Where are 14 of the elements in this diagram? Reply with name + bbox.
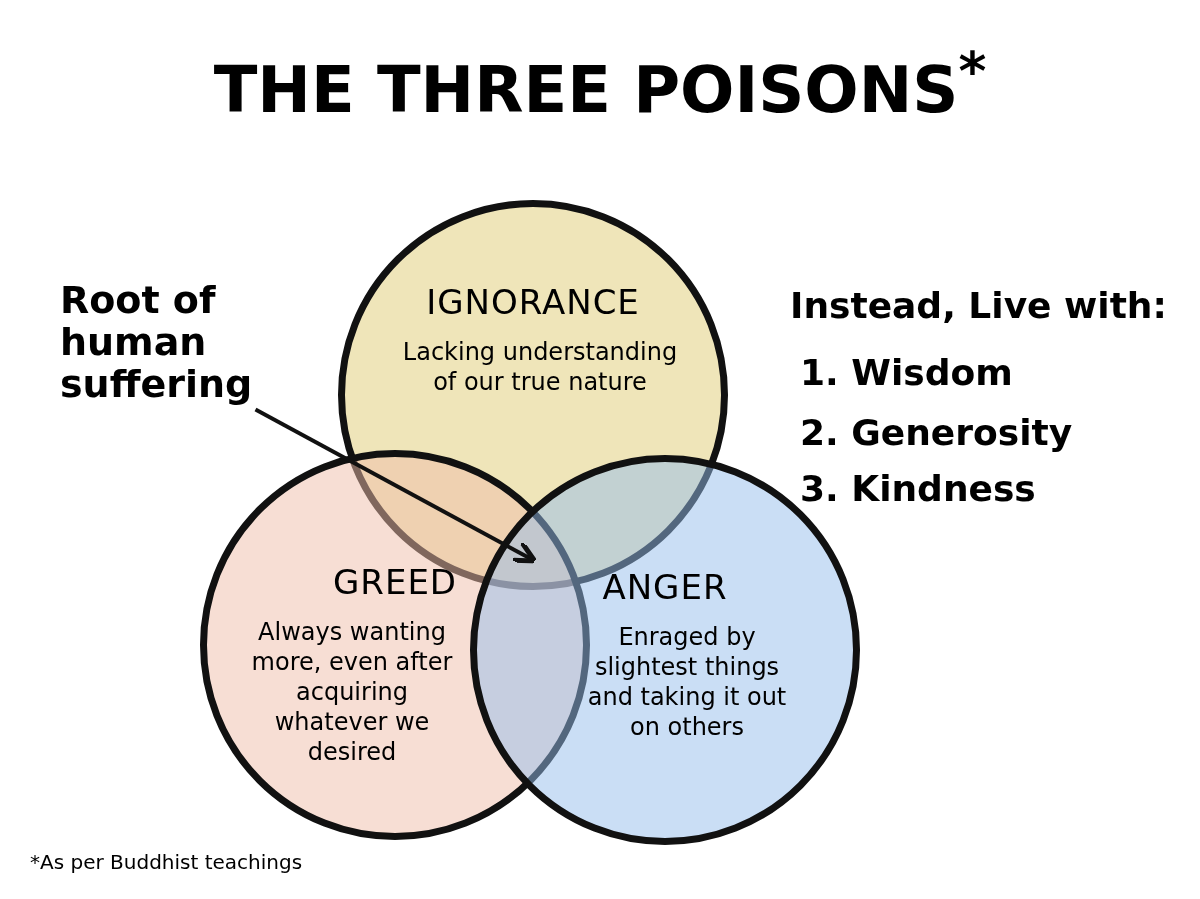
circle-heading: ANGER bbox=[601, 567, 729, 607]
circle-description: Enraged by slightest things and taking it out on others bbox=[586, 622, 788, 742]
leader-arrow bbox=[254, 407, 538, 564]
list-item: 2. Generosity bbox=[800, 412, 1073, 453]
circle-heading: IGNORANCE bbox=[425, 282, 641, 322]
circle-description: Always wanting more, even after acquiring whatever we desired bbox=[250, 617, 454, 767]
caption: *As per Buddhist teachings bbox=[30, 850, 303, 874]
title: THE THREE POISONS$^{*}$ bbox=[212, 40, 988, 128]
circle-description: Lacking understanding of our true nature bbox=[401, 337, 679, 397]
circle-heading: GREED bbox=[331, 562, 459, 602]
list-item: 1. Wisdom bbox=[800, 352, 1013, 393]
callout-text: Root of human suffering bbox=[60, 280, 290, 406]
list-heading: Instead, Live with: bbox=[790, 285, 1167, 326]
list-item: 3. Kindness bbox=[800, 468, 1036, 509]
